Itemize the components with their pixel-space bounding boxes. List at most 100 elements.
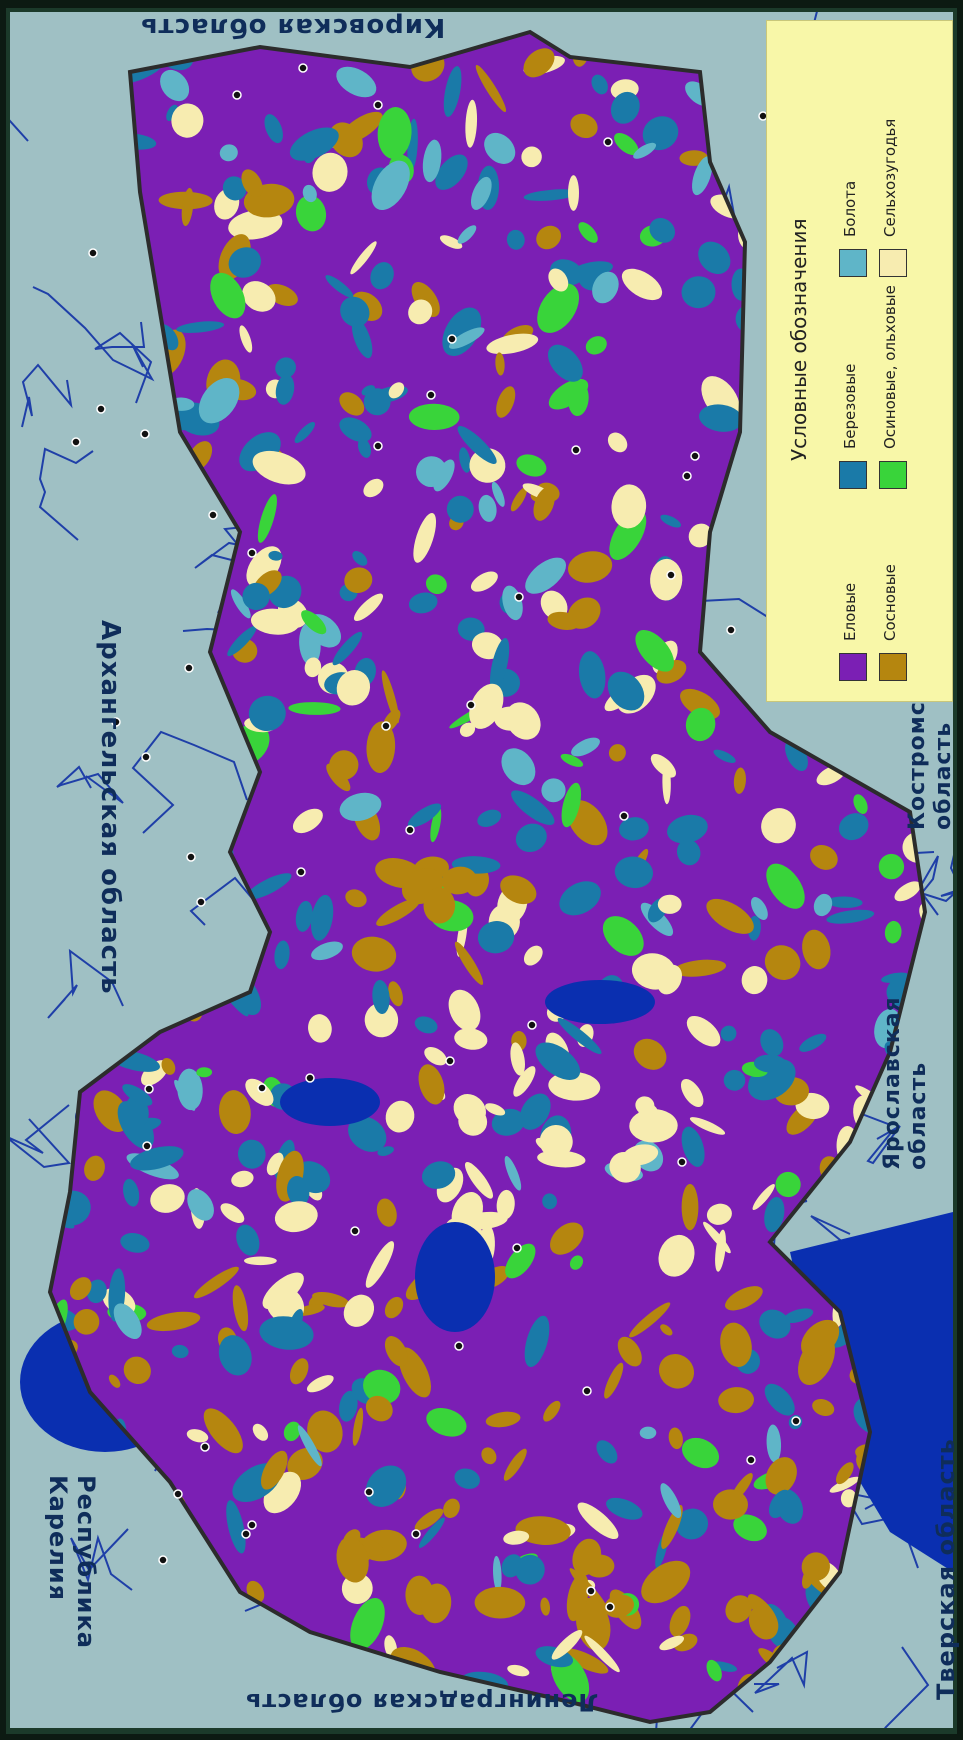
vegetation-patch bbox=[495, 352, 505, 376]
vegetation-patch bbox=[108, 1374, 121, 1388]
legend-label-swamp: Болота bbox=[841, 180, 859, 237]
vegetation-patch bbox=[660, 514, 682, 528]
city-marker bbox=[296, 867, 306, 877]
city-marker bbox=[196, 897, 206, 907]
city-marker bbox=[514, 592, 524, 602]
vegetation-patch bbox=[443, 1498, 460, 1519]
vegetation-patch bbox=[348, 1116, 387, 1152]
vegetation-patch bbox=[377, 107, 412, 159]
vegetation-patch bbox=[423, 887, 456, 924]
vegetation-patch bbox=[171, 103, 204, 138]
vegetation-patch bbox=[287, 1176, 310, 1207]
vegetation-patch bbox=[186, 1429, 209, 1443]
vegetation-patch bbox=[584, 1635, 620, 1673]
vegetation-patch bbox=[568, 382, 589, 417]
vegetation-patch bbox=[177, 1068, 203, 1111]
vegetation-patch bbox=[123, 1356, 151, 1385]
vegetation-patch bbox=[350, 1598, 385, 1650]
vegetation-patch bbox=[289, 127, 339, 161]
vegetation-patch bbox=[519, 1093, 551, 1130]
vegetation-patch bbox=[222, 176, 247, 201]
vegetation-patch bbox=[660, 1483, 682, 1519]
label-yaroslavl: Ярославская область bbox=[880, 996, 932, 1170]
vegetation-patch bbox=[689, 1117, 726, 1135]
vegetation-patch bbox=[84, 1155, 105, 1181]
vegetation-patch bbox=[425, 574, 447, 595]
vegetation-patch bbox=[507, 1664, 530, 1677]
vegetation-patch bbox=[547, 344, 583, 382]
legend-label-agricultural: Сельхозугодья bbox=[881, 118, 899, 237]
vegetation-patch bbox=[669, 1605, 691, 1637]
city-marker bbox=[447, 334, 457, 344]
city-marker bbox=[144, 1084, 154, 1094]
vegetation-patch bbox=[759, 1309, 791, 1339]
vegetation-patch bbox=[629, 1302, 671, 1338]
city-marker bbox=[466, 700, 476, 710]
city-marker bbox=[605, 1602, 615, 1612]
legend-swatch-spruce bbox=[839, 653, 867, 681]
vegetation-patch bbox=[764, 1383, 795, 1416]
river-line bbox=[10, 1104, 71, 1169]
label-tver: Тверская область bbox=[932, 1438, 960, 1700]
vegetation-patch bbox=[220, 1203, 245, 1223]
vegetation-patch bbox=[339, 417, 372, 442]
vegetation-patch bbox=[418, 1064, 445, 1105]
vegetation-patch bbox=[435, 154, 468, 190]
city-marker bbox=[426, 390, 436, 400]
lake-vozhe-inner bbox=[280, 1078, 380, 1126]
vegetation-patch bbox=[130, 1146, 184, 1171]
vegetation-patch bbox=[741, 966, 768, 995]
vegetation-patch bbox=[619, 817, 649, 841]
vegetation-patch bbox=[198, 378, 240, 424]
city-marker bbox=[111, 717, 121, 727]
vegetation-patch bbox=[86, 1279, 107, 1304]
vegetation-patch bbox=[336, 66, 377, 98]
vegetation-patch bbox=[551, 1629, 583, 1660]
vegetation-patch bbox=[376, 898, 421, 926]
city-marker bbox=[690, 451, 700, 461]
vegetation-patch bbox=[604, 1594, 634, 1618]
vegetation-patch bbox=[218, 1335, 252, 1376]
vegetation-patch bbox=[274, 940, 290, 970]
vegetation-patch bbox=[252, 450, 306, 485]
vegetation-patch bbox=[275, 357, 296, 379]
vegetation-patch bbox=[339, 792, 382, 822]
vegetation-patch bbox=[161, 1057, 176, 1075]
legend-swatch-agricultural bbox=[879, 249, 907, 277]
vegetation-patch bbox=[853, 794, 868, 814]
legend-label-spruce: Еловые bbox=[841, 582, 859, 641]
vegetation-patch bbox=[448, 989, 481, 1031]
legend-swatch-pine bbox=[879, 653, 907, 681]
vegetation-patch bbox=[302, 184, 317, 203]
vegetation-patch bbox=[294, 422, 316, 443]
vegetation-patch bbox=[245, 873, 292, 900]
city-marker bbox=[512, 1243, 522, 1253]
vegetation-patch bbox=[748, 1606, 779, 1640]
vegetation-patch bbox=[491, 1108, 525, 1136]
vegetation-patch bbox=[559, 881, 601, 916]
vegetation-patch bbox=[614, 132, 639, 156]
vegetation-patch bbox=[524, 1315, 550, 1368]
river-line bbox=[32, 286, 155, 382]
vegetation-patch bbox=[513, 1066, 536, 1097]
vegetation-patch bbox=[357, 438, 372, 458]
vegetation-patch bbox=[433, 459, 455, 492]
vegetation-patch bbox=[829, 1476, 860, 1493]
vegetation-patch bbox=[454, 941, 484, 985]
vegetation-patch bbox=[706, 898, 754, 934]
vegetation-patch bbox=[692, 156, 713, 196]
city-marker bbox=[726, 625, 736, 635]
vegetation-patch bbox=[370, 262, 394, 290]
vegetation-patch bbox=[248, 695, 286, 732]
vegetation-patch bbox=[364, 1002, 399, 1038]
river-line bbox=[884, 1646, 930, 1728]
vegetation-patch bbox=[706, 1659, 722, 1682]
vegetation-patch bbox=[515, 1516, 571, 1545]
city-marker bbox=[373, 441, 383, 451]
label-arkhangelsk: Архангельская область bbox=[95, 620, 125, 995]
city-marker bbox=[373, 100, 383, 110]
vegetation-patch bbox=[523, 945, 543, 966]
vegetation-patch bbox=[230, 589, 251, 619]
city-marker bbox=[677, 1157, 687, 1167]
vegetation-patch bbox=[638, 1104, 659, 1126]
